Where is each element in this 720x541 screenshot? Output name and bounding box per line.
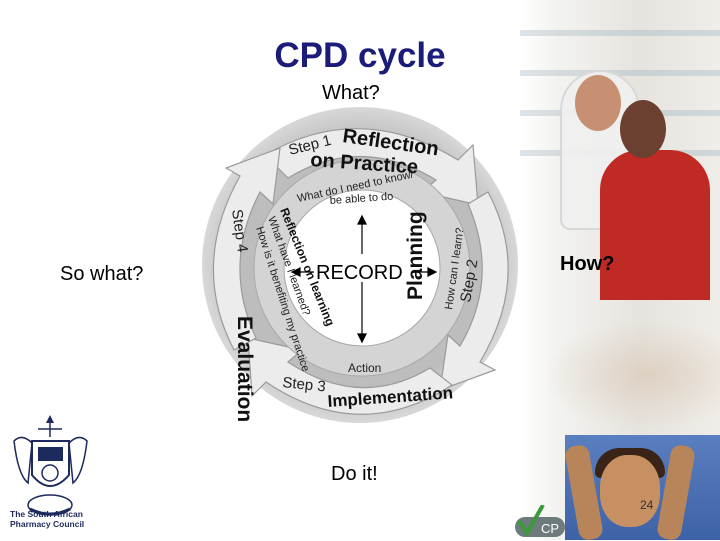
cpd-cycle-diagram: Step 1 Reflection on Practice What do I … — [202, 107, 518, 423]
arrow-up-head — [357, 214, 367, 225]
stressed-face — [600, 455, 660, 527]
council-name: The South African Pharmacy Council — [10, 509, 100, 529]
how-question: How? — [560, 253, 615, 275]
cpd-check-logo: CP — [515, 505, 565, 537]
do-it-instruction: Do it! — [331, 463, 378, 485]
arrow-right-head — [427, 267, 438, 277]
customer-head — [620, 100, 666, 158]
record-label: RECORD — [316, 262, 403, 284]
step1-question2: be able to do — [329, 191, 393, 207]
step2-name: Planning — [404, 211, 427, 300]
customer-figure — [600, 150, 710, 300]
step3-number: Step 3 — [282, 374, 327, 395]
step3-question: Action — [348, 361, 381, 375]
page-number: 24 — [640, 498, 654, 512]
arrow-step4 — [212, 147, 281, 351]
council-name-line1: The South African — [10, 509, 83, 519]
hands-photo — [540, 320, 720, 430]
arrow-step3 — [247, 337, 454, 415]
what-question: What? — [322, 82, 380, 104]
arrow-down-head — [357, 333, 367, 344]
step4-name: Evaluation — [233, 316, 256, 422]
step4-number: Step 4 — [228, 208, 251, 253]
arrow-step1 — [264, 128, 479, 206]
council-name-line2: Pharmacy Council — [10, 519, 85, 529]
center-disc — [283, 189, 441, 347]
pharmacist-head — [575, 75, 621, 131]
pharmacy-council-crest — [13, 415, 88, 516]
arrow-left-head — [290, 267, 301, 277]
cpd-badge-text: CP — [541, 521, 559, 536]
page-title: CPD cycle — [274, 36, 446, 75]
record-arrows — [290, 214, 438, 344]
cycle-arrows — [212, 128, 509, 415]
so-what-question: So what? — [60, 263, 144, 285]
